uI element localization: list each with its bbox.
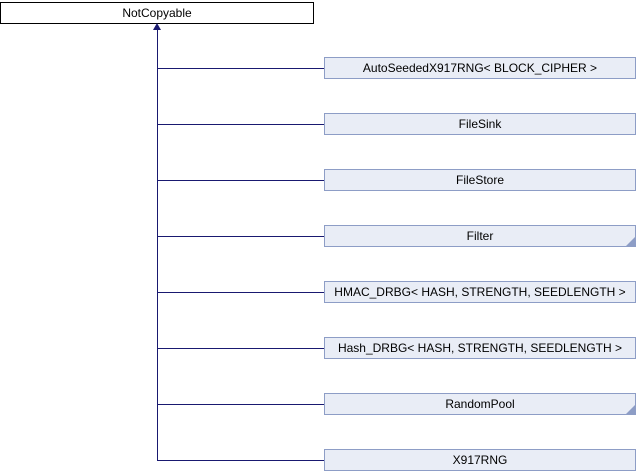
class-node-label: X917RNG	[452, 453, 508, 467]
class-node-x917rng[interactable]: X917RNG	[324, 449, 636, 471]
class-node-hmac-drbg[interactable]: HMAC_DRBG< HASH, STRENGTH, SEEDLENGTH >	[324, 281, 636, 303]
inheritance-branch-line	[157, 68, 324, 69]
class-node-label: FileStore	[455, 173, 505, 187]
inheritance-trunk-line	[157, 29, 158, 460]
truncation-fold-icon	[626, 405, 635, 414]
class-node-label: FileSink	[458, 117, 502, 131]
inheritance-branch-line	[157, 292, 324, 293]
inheritance-branch-line	[157, 404, 324, 405]
class-node-randompool[interactable]: RandomPool	[324, 393, 636, 415]
class-node-filestore[interactable]: FileStore	[324, 169, 636, 191]
class-node-autoseededx917rng[interactable]: AutoSeededX917RNG< BLOCK_CIPHER >	[324, 57, 636, 79]
class-node-notcopyable: NotCopyable	[0, 2, 314, 24]
inheritance-branch-line	[157, 236, 324, 237]
inheritance-branch-line	[157, 460, 324, 461]
class-node-label: RandomPool	[445, 397, 515, 411]
class-node-label: Filter	[466, 229, 494, 243]
inheritance-arrowhead-up-icon	[153, 23, 161, 30]
class-node-filesink[interactable]: FileSink	[324, 113, 636, 135]
truncation-fold-icon	[626, 237, 635, 246]
inheritance-branch-line	[157, 180, 324, 181]
inheritance-branch-line	[157, 124, 324, 125]
class-node-filter[interactable]: Filter	[324, 225, 636, 247]
class-node-label: AutoSeededX917RNG< BLOCK_CIPHER >	[362, 61, 598, 75]
inheritance-branch-line	[157, 348, 324, 349]
class-node-hash-drbg[interactable]: Hash_DRBG< HASH, STRENGTH, SEEDLENGTH >	[324, 337, 636, 359]
class-node-label: NotCopyable	[122, 6, 192, 20]
class-node-label: Hash_DRBG< HASH, STRENGTH, SEEDLENGTH >	[337, 341, 623, 355]
class-node-label: HMAC_DRBG< HASH, STRENGTH, SEEDLENGTH >	[334, 285, 626, 299]
